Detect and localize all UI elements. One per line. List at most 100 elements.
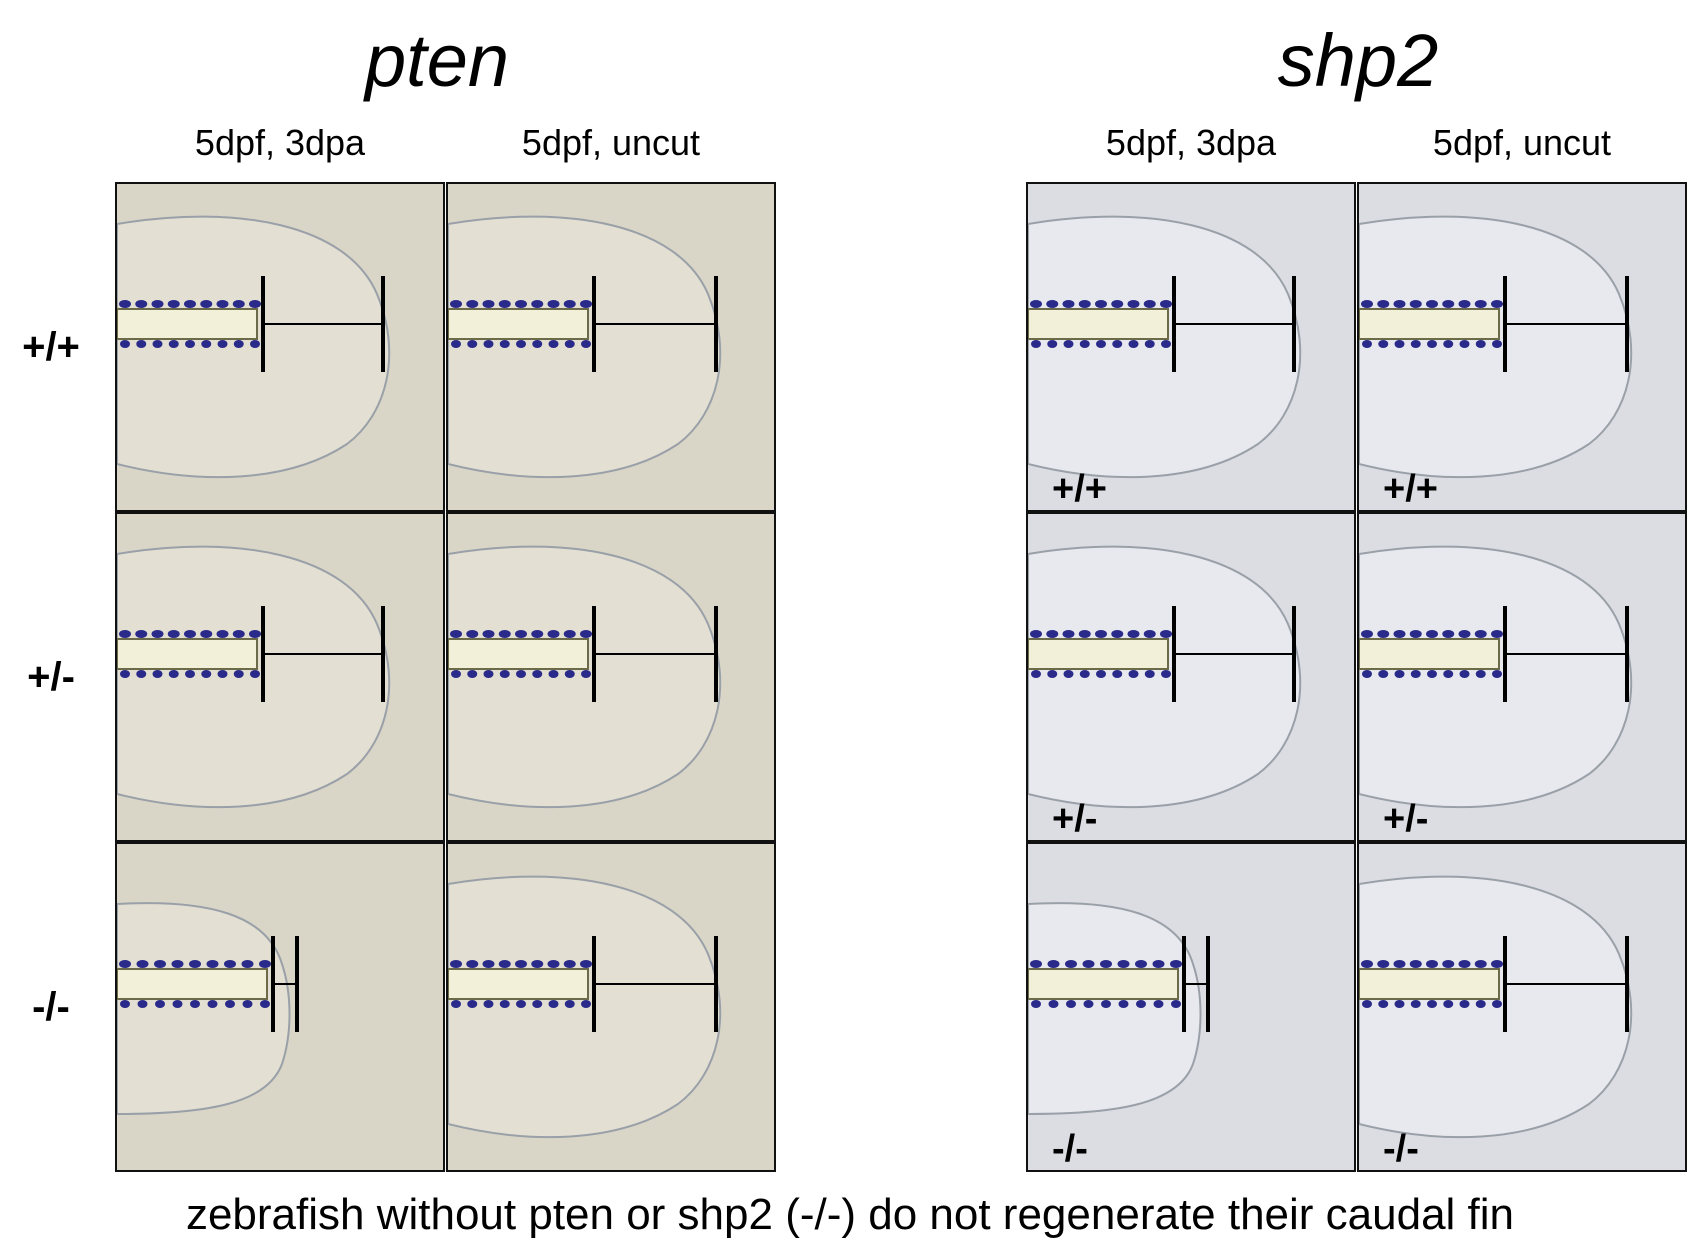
pigment-dot xyxy=(1362,340,1372,348)
pigment-dot xyxy=(1127,300,1140,308)
pigment-dot xyxy=(1030,300,1042,308)
pigment-dot xyxy=(531,630,544,638)
pigment-dot xyxy=(563,300,576,308)
shp2-panel-het-3dpa: +/- xyxy=(1026,512,1356,842)
pigment-dot xyxy=(1394,670,1405,678)
pigment-dot xyxy=(1377,300,1390,308)
fin-image xyxy=(1028,514,1354,840)
pigment-dot xyxy=(260,1000,270,1008)
notochord xyxy=(117,308,258,340)
pigment-dot xyxy=(580,630,592,638)
pigment-dot xyxy=(498,300,511,308)
pigment-dot xyxy=(1128,670,1139,678)
pigment-dot xyxy=(1361,300,1373,308)
pigment-dot xyxy=(581,340,591,348)
pigment-dot xyxy=(190,1000,200,1008)
pigment-dot xyxy=(216,630,229,638)
pigment-dot xyxy=(499,670,510,678)
pigment-dot xyxy=(1143,630,1156,638)
pigment-dot xyxy=(547,630,560,638)
pten-panel-mut-uncut xyxy=(446,842,776,1172)
notochord xyxy=(448,638,589,670)
pigment-dot xyxy=(1152,960,1165,968)
pigment-dot xyxy=(1409,630,1422,638)
pigment-dot xyxy=(1474,960,1487,968)
fin-image xyxy=(1359,184,1685,510)
notochord xyxy=(1028,968,1179,1000)
pigment-dot xyxy=(467,1000,478,1008)
pigment-dot xyxy=(548,670,559,678)
row-label-wildtype: +/+ xyxy=(22,325,80,369)
genotype-label: -/- xyxy=(1052,1128,1088,1170)
pigment-dot xyxy=(466,300,479,308)
pigment-dot xyxy=(216,300,229,308)
pigment-dot xyxy=(1063,670,1074,678)
pigment-dot xyxy=(1443,670,1454,678)
pigment-dot xyxy=(1459,340,1470,348)
pigment-dot xyxy=(1046,300,1059,308)
pigment-dot xyxy=(516,340,526,348)
genotype-label: -/- xyxy=(1383,1128,1419,1170)
pigment-dot xyxy=(483,1000,494,1008)
pigment-dot xyxy=(241,960,254,968)
pigment-dot xyxy=(232,300,245,308)
pigment-dot xyxy=(1377,960,1390,968)
pigment-dot xyxy=(217,340,228,348)
pigment-dot xyxy=(580,300,592,308)
pigment-dot xyxy=(1117,960,1130,968)
pigment-dot xyxy=(168,670,179,678)
fin-image xyxy=(117,514,443,840)
pigment-dot xyxy=(532,340,543,348)
pigment-dot xyxy=(1492,1000,1502,1008)
shp2-panel-wt-uncut: +/+ xyxy=(1357,182,1687,512)
pigment-dot xyxy=(499,340,510,348)
notochord xyxy=(117,638,258,670)
pigment-dot xyxy=(233,340,244,348)
pigment-dot xyxy=(225,1000,235,1008)
column-label-pten-3dpa: 5dpf, 3dpa xyxy=(194,122,366,163)
pigment-dot xyxy=(451,670,461,678)
pigment-dot xyxy=(516,670,526,678)
pigment-dot xyxy=(119,960,131,968)
pigment-dot xyxy=(1491,960,1503,968)
shp2-panel-mut-3dpa: -/- xyxy=(1026,842,1356,1172)
pigment-dot xyxy=(515,960,527,968)
pigment-dot xyxy=(189,960,201,968)
pigment-dot xyxy=(152,670,163,678)
pigment-dot xyxy=(564,340,575,348)
pigment-dot xyxy=(137,1000,148,1008)
shp2-panel-het-uncut: +/- xyxy=(1357,512,1687,842)
pigment-dot xyxy=(167,300,180,308)
pigment-dot xyxy=(136,340,147,348)
fin-image xyxy=(1028,184,1354,510)
pigment-dot xyxy=(532,670,543,678)
pigment-dot xyxy=(482,300,495,308)
pigment-dot xyxy=(1426,960,1438,968)
pigment-dot xyxy=(250,340,260,348)
pigment-dot xyxy=(1443,340,1454,348)
pigment-dot xyxy=(167,630,180,638)
row-label-homozygous: -/- xyxy=(32,985,70,1029)
pigment-dot xyxy=(120,340,130,348)
pigment-dot xyxy=(1095,630,1107,638)
fin-outline xyxy=(117,902,291,1116)
pigment-dot xyxy=(1474,630,1487,638)
pigment-dot xyxy=(1410,340,1421,348)
pigment-dot xyxy=(259,960,271,968)
pigment-dot xyxy=(184,630,196,638)
pigment-dot xyxy=(1475,340,1486,348)
figure-title-shp2: shp2 xyxy=(1277,19,1439,102)
pigment-dot xyxy=(233,670,244,678)
pigment-dot xyxy=(155,1000,165,1008)
pigment-dot xyxy=(120,1000,130,1008)
pigment-dot xyxy=(1082,960,1095,968)
fin-image xyxy=(117,844,443,1170)
pigment-dot xyxy=(1393,960,1406,968)
pigment-dot xyxy=(547,960,560,968)
pigment-dot xyxy=(1127,630,1140,638)
pigment-dot xyxy=(1475,670,1486,678)
pigment-dot xyxy=(1475,1000,1486,1008)
pten-panel-wt-uncut xyxy=(446,182,776,512)
genotype-label: +/+ xyxy=(1383,468,1438,510)
pigment-dot xyxy=(135,630,148,638)
